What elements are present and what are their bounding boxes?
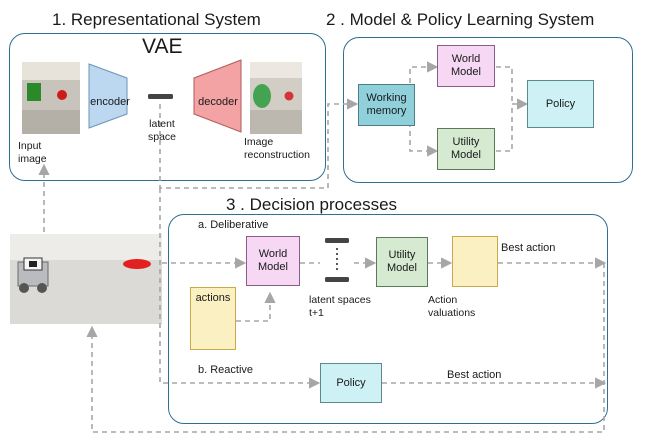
action-valuations-box [452, 236, 498, 287]
decoder-label: decoder [198, 96, 238, 108]
encoder-label: encoder [90, 96, 130, 108]
input-image-thumbnail [22, 62, 80, 134]
actions-label: actions [195, 292, 231, 304]
best-action-bottom-label: Best action [447, 369, 502, 381]
actions-box: actions [190, 287, 236, 350]
robot-photo [10, 234, 162, 324]
latent-space-bar [148, 94, 173, 99]
policy-box: Policy [527, 80, 594, 128]
vae-label: VAE [142, 35, 183, 58]
reactive-policy-box: Policy [320, 363, 382, 403]
best-action-top-label: Best action [501, 242, 556, 254]
reactive-label: b. Reactive [198, 364, 254, 376]
title-decision-processes: 3 . Decision processes [226, 195, 398, 214]
reconstruction-image-thumbnail [250, 62, 302, 134]
encoder-shape [88, 63, 128, 129]
title-model-policy-learning: 2 . Model & Policy Learning System [326, 10, 595, 29]
title-representational-system: 1. Representational System [52, 10, 261, 29]
deliberative-label: a. Deliberative [198, 219, 269, 231]
decoder-shape [193, 59, 242, 133]
